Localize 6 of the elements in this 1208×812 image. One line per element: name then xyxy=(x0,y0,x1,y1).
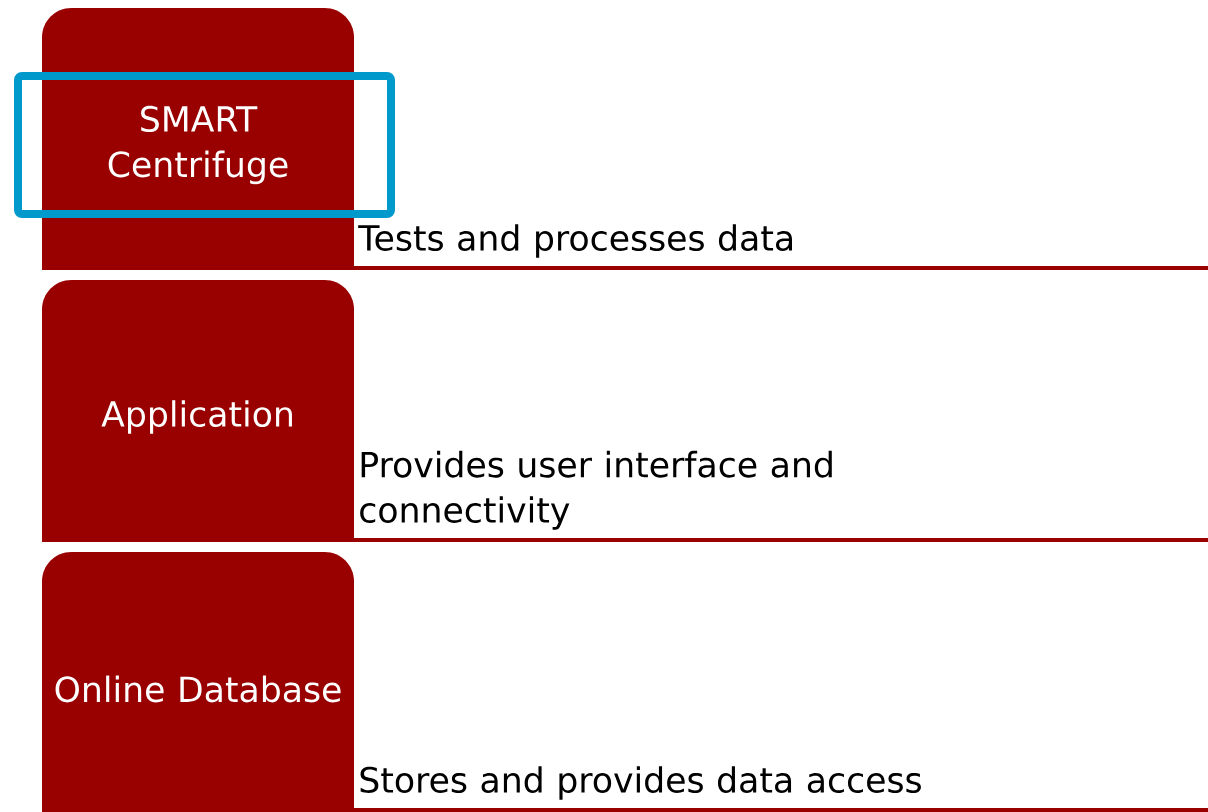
tab-box: Online Database xyxy=(42,552,354,812)
tab-box: Application xyxy=(42,280,354,542)
tab-box: SMART Centrifuge xyxy=(42,8,354,270)
description-text: Provides user interface and connectivity xyxy=(360,450,832,530)
description-text: Stores and provides data access xyxy=(360,766,921,800)
description-text: Tests and processes data xyxy=(358,224,792,258)
